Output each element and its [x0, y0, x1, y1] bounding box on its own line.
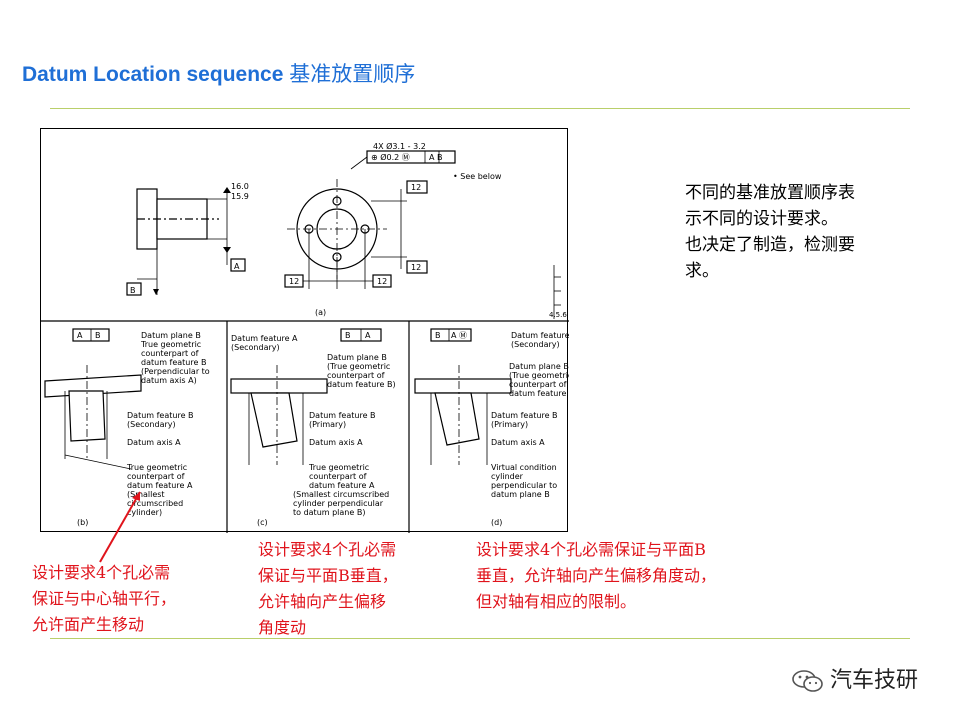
c-feature-a-2: (Secondary) — [231, 343, 280, 352]
datum-a-flag: A — [234, 262, 240, 271]
side-note-line-1: 不同的基准放置顺序表 — [685, 183, 855, 203]
position-tolerance: ⊕ Ø0.2 Ⓜ — [371, 152, 410, 162]
d-feature-b: Datum feature B — [491, 411, 558, 420]
caption-b: (b) — [77, 518, 88, 527]
hole-callout: 4X Ø3.1 - 3.2 — [373, 141, 426, 151]
caption-a: (a) — [315, 308, 326, 317]
b-true-0: True geometric — [126, 463, 187, 472]
dim-12-right: 12 — [377, 277, 387, 286]
wechat-icon — [792, 670, 823, 692]
panel-c-part — [230, 328, 382, 465]
b-label-5: datum axis A) — [141, 376, 197, 385]
b-label-3: datum feature B — [141, 358, 206, 367]
scale-note: 4.5.6 — [549, 311, 567, 319]
c-plane-b-2: counterpart of — [327, 371, 385, 380]
b-label-1: True geometric — [140, 340, 201, 349]
d-feature-a-2: (Secondary) — [511, 340, 560, 349]
caption-c: (c) — [257, 518, 268, 527]
note-c: 设计要求4个孔必需 保证与平面B垂直， 允许轴向产生偏移 角度动 — [258, 540, 398, 637]
c-true-5: to datum plane B) — [293, 508, 365, 517]
side-note-line-3: 也决定了制造，检测要 — [685, 235, 855, 255]
top-divider — [50, 108, 910, 109]
watermark-text: 汽车技研 — [830, 668, 919, 693]
drawing-svg: 16.0 15.9 A B 4X Ø3.1 - 3.2 ⊕ Ø0.2 Ⓜ A B… — [41, 141, 578, 533]
part-front-view — [284, 150, 456, 289]
d-feature-b-2: (Primary) — [491, 420, 528, 429]
see-below-note: • See below — [453, 172, 502, 181]
b-label-4: (Perpendicular to — [141, 367, 210, 376]
c-feature-a: Datum feature A — [231, 334, 298, 343]
d-plane-b-2: counterpart of — [509, 380, 567, 389]
note-d: 设计要求4个孔必需保证与平面B 垂直，允许轴向产生偏移角度动， 但对轴有相应的限… — [476, 540, 717, 611]
b-axis-a: Datum axis A — [127, 438, 181, 447]
caption-d: (d) — [491, 518, 502, 527]
dim-12-bottom: 12 — [411, 263, 421, 272]
b-true-3: (Smallest — [127, 490, 165, 499]
c-true-4: cylinder perpendicular — [293, 499, 384, 508]
bottom-divider — [50, 638, 910, 639]
b-true-1: counterpart of — [127, 472, 185, 481]
b-true-5: cylinder) — [127, 508, 162, 517]
d-axis-a: Datum axis A — [491, 438, 545, 447]
datum-drawing: 16.0 15.9 A B 4X Ø3.1 - 3.2 ⊕ Ø0.2 Ⓜ A B… — [40, 128, 578, 533]
d-virtual-2: perpendicular to — [491, 481, 557, 490]
d-plane-b-0: Datum plane B — [509, 362, 569, 371]
d-frame-1: B — [435, 331, 441, 340]
d-plane-b-3: datum feature B) — [509, 389, 569, 398]
position-refs: A B — [429, 153, 443, 162]
c-feature-b-2: (Primary) — [309, 420, 346, 429]
c-true-0: True geometric — [308, 463, 369, 472]
c-plane-b-3: datum feature B) — [327, 380, 396, 389]
c-true-1: counterpart of — [309, 472, 367, 481]
b-feature-b: Datum feature B — [127, 411, 194, 420]
c-true-2: datum feature A — [309, 481, 375, 490]
note-b: 设计要求4个孔必需 保证与中心轴平行， 允许面产生移动 — [32, 563, 177, 634]
b-frame-2: B — [95, 331, 101, 340]
b-label-2: counterpart of — [141, 349, 199, 358]
dim-12-left: 12 — [289, 277, 299, 286]
c-plane-b-1: (True geometric — [327, 362, 390, 371]
b-label-0: Datum plane B — [141, 331, 201, 340]
b-true-4: circumscribed — [127, 499, 183, 508]
part-side-view — [126, 187, 246, 296]
dia-top-text: 16.0 — [231, 182, 249, 191]
slide-title-en: Datum Location sequence — [22, 63, 290, 86]
c-feature-b: Datum feature B — [309, 411, 376, 420]
d-feature-a: Datum feature A — [511, 331, 569, 340]
d-virtual-1: cylinder — [491, 472, 524, 481]
dim-12-top: 12 — [411, 183, 421, 192]
c-frame-1: B — [345, 331, 351, 340]
panel-d-part — [414, 328, 512, 465]
slide-title-cn: 基准放置顺序 — [289, 62, 416, 86]
slide-title: Datum Location sequence 基准放置顺序 — [22, 58, 415, 88]
c-frame-2: A — [365, 331, 371, 340]
d-virtual-0: Virtual condition — [491, 463, 557, 472]
b-frame-1: A — [77, 331, 83, 340]
b-feature-b-2: (Secondary) — [127, 420, 176, 429]
d-virtual-3: datum plane B — [491, 490, 550, 499]
watermark: 汽车技研 — [790, 662, 918, 694]
c-true-3: (Smallest circumscribed — [293, 490, 389, 499]
c-plane-b-0: Datum plane B — [327, 353, 387, 362]
d-frame-2: A Ⓜ — [451, 331, 467, 340]
dia-bottom-text: 15.9 — [231, 192, 249, 201]
side-note-line-4: 求。 — [685, 261, 719, 281]
side-note: 不同的基准放置顺序表 示不同的设计要求。 也决定了制造，检测要 求。 — [685, 180, 915, 284]
d-plane-b-1: (True geometric — [509, 371, 569, 380]
c-axis-a: Datum axis A — [309, 438, 363, 447]
datum-b-flag: B — [130, 286, 136, 295]
side-note-line-2: 示不同的设计要求。 — [685, 209, 838, 229]
b-true-2: datum feature A — [127, 481, 193, 490]
panel-b-part — [44, 328, 142, 470]
